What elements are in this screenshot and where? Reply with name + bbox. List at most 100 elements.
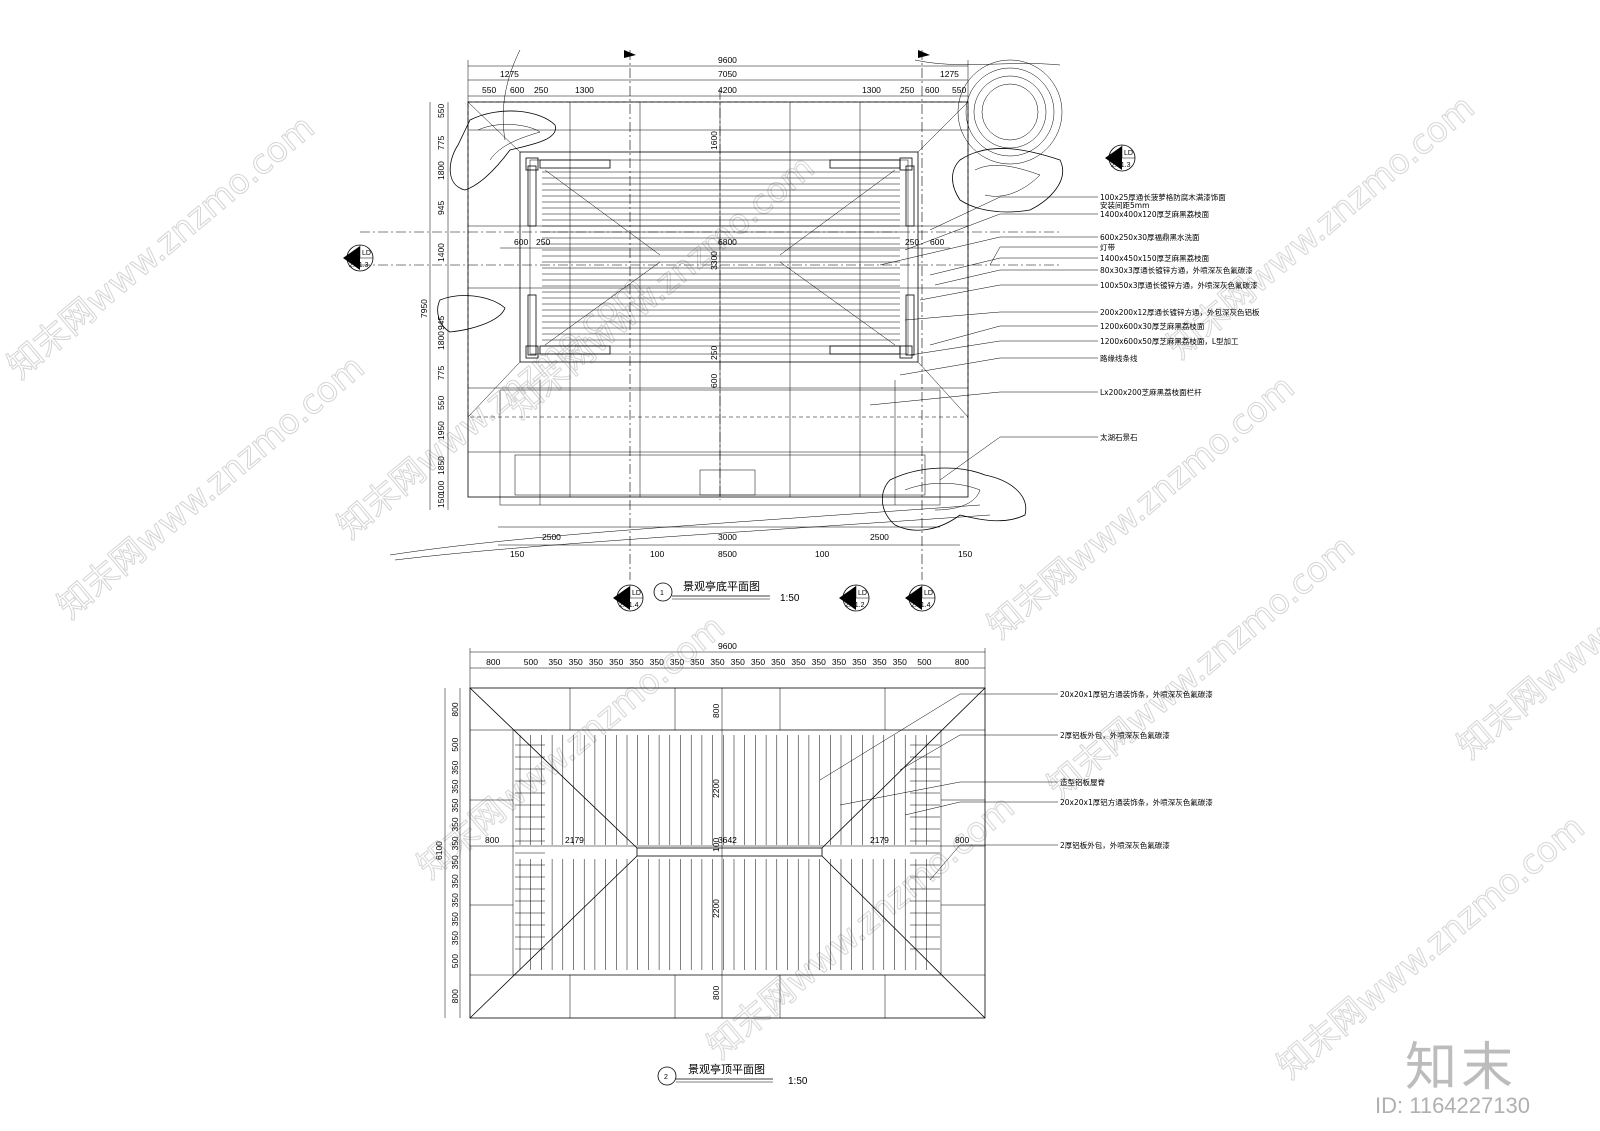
svg-text:LD: LD <box>924 590 933 597</box>
svg-text:2.01.4: 2.01.4 <box>619 602 639 609</box>
section-mark: 1 LD 2.01.3 <box>1105 144 1136 172</box>
dim-inner: 600 <box>514 237 528 247</box>
dim-label: 1950 <box>436 421 446 440</box>
roof-plan: 9600 800 500 350 350 350 350 350 350 350 350 350 35… <box>434 641 1213 1087</box>
dim-label: 1400 <box>436 243 446 262</box>
annotation-text: 600x250x30厚福鼎黑水洗面 <box>1100 232 1200 242</box>
svg-text:2: 2 <box>623 590 627 597</box>
dim-label: 775 <box>436 136 446 150</box>
watermark-text: 知末网www.znzmo.com <box>0 107 322 386</box>
dim-bottom: 2500 <box>870 532 889 542</box>
roof-slats <box>515 735 940 970</box>
watermark-layer: 知末网www.znzmo.com 知末网www.znzmo.com 知末网www… <box>0 87 1600 1087</box>
annotation-text: 200x200x12厚通长镀锌方通，外包深灰色铝板 <box>1100 307 1260 317</box>
plan-title: 2 景观亭顶平面图 1:50 <box>657 1062 808 1087</box>
bench-top-left <box>539 159 611 169</box>
column <box>899 345 913 359</box>
dim-mid: 3642 <box>718 835 737 845</box>
dim-label: 500 <box>917 657 931 667</box>
dim-bottom: 2500 <box>542 532 561 542</box>
svg-text:2.01.3: 2.01.3 <box>1111 162 1131 169</box>
dim-label: 350 <box>548 657 562 667</box>
annotation-notes: 20x20x1厚铝方通装饰条，外喷深灰色氟碳漆2厚铝板外包，外喷深灰色氟碳漆造型… <box>1060 689 1213 850</box>
section-mark: 2 LD 2.01.4 <box>613 584 644 612</box>
svg-text:LD: LD <box>362 250 371 257</box>
roof-ridge <box>636 847 823 857</box>
dim-label: 775 <box>436 366 446 380</box>
dim-label: 350 <box>450 798 460 812</box>
dim-label: 500 <box>524 657 538 667</box>
dim-label: 1300 <box>862 85 881 95</box>
dim-inner: 6800 <box>718 237 737 247</box>
dim-label: 550 <box>436 396 446 410</box>
dim-label: 350 <box>569 657 583 667</box>
dim-label: 350 <box>670 657 684 667</box>
dim-mid: 2179 <box>565 835 584 845</box>
dim-inner: 1600 <box>709 131 719 150</box>
svg-text:LD: LD <box>632 590 641 597</box>
dim-label: 600 <box>510 85 524 95</box>
taihu-rock <box>437 295 506 333</box>
dim-mid: 800 <box>955 835 969 845</box>
section-mark: 2 LD 2.01.3 <box>343 244 374 272</box>
column <box>525 157 539 171</box>
annotation-text: 20x20x1厚铝方通装饰条，外喷深灰色氟碳漆 <box>1060 797 1213 807</box>
annotation-text: 安装间距5mm <box>1100 200 1149 210</box>
roof-outline <box>467 101 969 418</box>
svg-text:1: 1 <box>915 590 919 597</box>
svg-text:2.01.3: 2.01.3 <box>349 262 369 269</box>
dim-top-total: 9600 <box>718 641 737 651</box>
watermark-text: 知末网www.znzmo.com <box>700 787 1022 1066</box>
taihu-rock <box>952 148 1063 213</box>
dim-label: 350 <box>650 657 664 667</box>
dim-label: 1800 <box>436 331 446 350</box>
dim-label: 250 <box>534 85 548 95</box>
annotation-text: 灯带 <box>1100 242 1116 252</box>
section-mark: 2 LD 2.01.2 <box>839 584 870 612</box>
column <box>525 345 539 359</box>
dim-label: 1850 <box>436 456 446 475</box>
dim-label: 350 <box>589 657 603 667</box>
dim-label: 550 <box>482 85 496 95</box>
dim-inner: 250 <box>709 346 719 360</box>
dim-bottom: 3000 <box>718 532 737 542</box>
taihu-rock <box>449 110 556 191</box>
dim-inner: 800 <box>711 704 721 718</box>
dim-label: 150 <box>436 494 446 508</box>
dim-label: 800 <box>450 702 460 716</box>
dim-inner: 100 <box>711 838 721 852</box>
dim-inner: 3300 <box>709 251 719 270</box>
dim-label: 350 <box>872 657 886 667</box>
bench-bottom-right <box>829 345 901 355</box>
dim-label: 350 <box>893 657 907 667</box>
annotation-notes: 100x25厚通长菠萝格防腐木满漆饰面安装间距5mm1400x400x120厚芝… <box>1100 192 1260 442</box>
dim-inner: 800 <box>711 986 721 1000</box>
watermark-text: 知末网www.znzmo.com <box>50 347 372 626</box>
dim-inner: 250 <box>536 237 550 247</box>
annotation-text: 太湖石景石 <box>1100 432 1138 442</box>
section-mark: 1 LD 2.01.4 <box>905 584 936 612</box>
annotation-text: 1200x600x30厚芝麻黑荔枝面 <box>1100 321 1205 331</box>
annotation-text: 80x30x3厚通长镀锌方通，外喷深灰色氟碳漆 <box>1100 265 1253 275</box>
dim-bottom: 150 <box>958 549 972 559</box>
dim-label: 350 <box>629 657 643 667</box>
dim-label: 800 <box>450 989 460 1003</box>
dim-label: 350 <box>450 760 460 774</box>
dim-label: 350 <box>450 817 460 831</box>
dim-bottom: 8500 <box>718 549 737 559</box>
dim-label: 350 <box>450 931 460 945</box>
dim-label: 100 <box>436 481 446 495</box>
dim-inner: 600 <box>709 374 719 388</box>
roof-outline <box>469 687 986 1019</box>
annotation-text: Lx200x200芝麻黑荔枝面栏杆 <box>1100 387 1202 397</box>
plan-title-text: 景观亭底平面图 <box>683 579 760 593</box>
dim-label: 350 <box>690 657 704 667</box>
dim-label: 350 <box>710 657 724 667</box>
dim-top-total: 9600 <box>718 55 737 65</box>
dim-label: 7950 <box>419 299 429 318</box>
dim-bottom: 100 <box>815 549 829 559</box>
svg-text:1: 1 <box>660 590 664 597</box>
dim-inner: 250 <box>905 237 919 247</box>
dim-label: 550 <box>952 85 966 95</box>
